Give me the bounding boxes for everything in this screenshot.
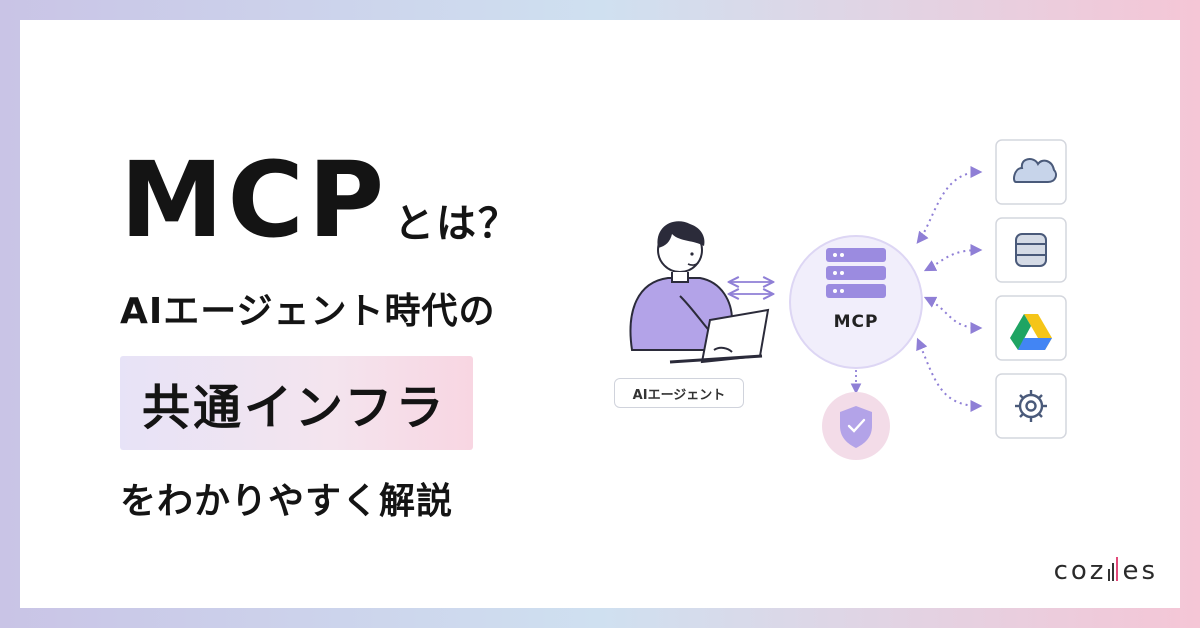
agent-label: AIエージェント [614, 378, 744, 408]
service-connectors [916, 166, 983, 412]
google-drive-icon [1010, 314, 1052, 350]
subtitle-line-1: AIエージェント時代の [120, 291, 496, 332]
title-suffix: とは？ [394, 201, 521, 247]
drive-service-box [995, 295, 1067, 361]
cloud-icon [1013, 158, 1057, 183]
settings-service-box [995, 373, 1067, 439]
banner-card: MCP とは？ AIエージェント時代の 共通インフラ をわかりやすく解説 [20, 20, 1180, 608]
title-row: MCP とは？ [120, 148, 520, 252]
mcp-node [789, 235, 923, 369]
highlight-phrase: 共通インフラ [120, 356, 473, 450]
shield-node [822, 392, 890, 460]
headline-block: MCP とは？ AIエージェント時代の 共通インフラ をわかりやすく解説 [120, 148, 520, 524]
logo-bars-icon [1108, 557, 1119, 581]
gear-icon [1015, 390, 1047, 422]
mcp-diagram [629, 139, 1067, 460]
person-illustration [629, 221, 770, 364]
bidirectional-arrows [730, 282, 772, 294]
mcp-label: MCP [833, 312, 879, 332]
logo-text-right: es [1122, 556, 1158, 586]
subtitle-line-2: をわかりやすく解説 [120, 481, 454, 522]
cozzies-logo: coz es [1054, 556, 1158, 586]
database-icon [1015, 233, 1047, 267]
database-service-box [995, 217, 1067, 283]
logo-text-left: coz [1053, 556, 1107, 586]
mcp-title: MCP [120, 139, 389, 261]
cloud-service-box [995, 139, 1067, 205]
